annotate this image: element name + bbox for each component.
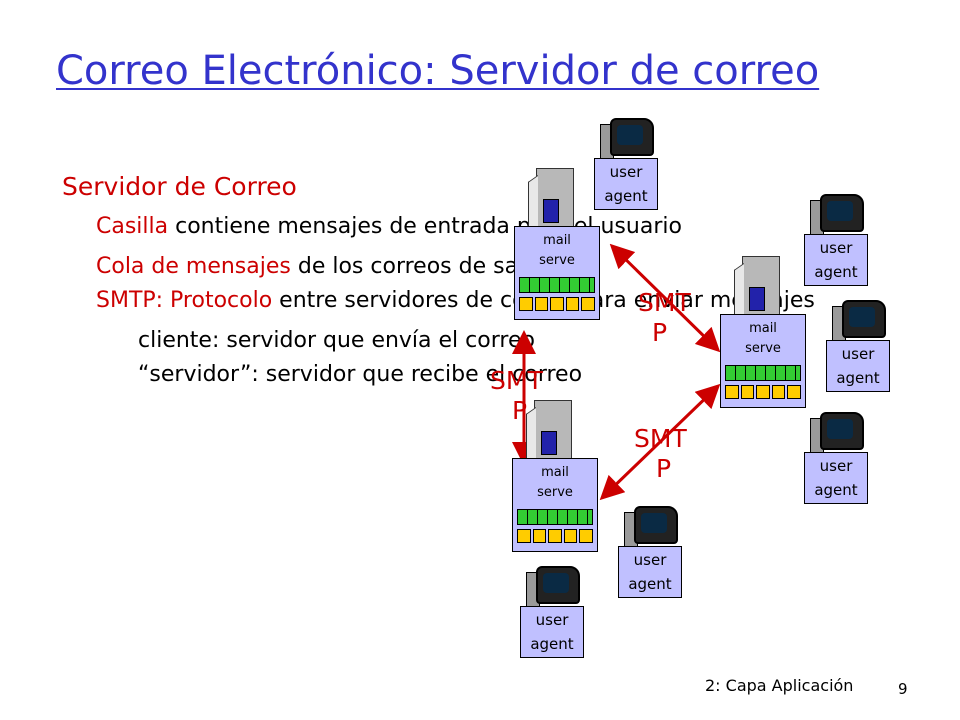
user-agent-4: user agent (804, 412, 868, 504)
user-agent-3: user agent (826, 300, 890, 392)
smtp-label-bottom: SMT P (634, 424, 687, 484)
computer-icon (810, 412, 864, 460)
agent-label-2: agent (530, 635, 574, 653)
mailbox-slots (725, 385, 801, 399)
smtp-label-line-1: SMT (634, 424, 687, 453)
smtp-label-line-2: P (512, 396, 528, 425)
smtp-label-top: SMT P (638, 288, 691, 348)
mail-server-right: mail serve (720, 256, 808, 408)
computer-icon (600, 118, 654, 166)
sub-bullet-cliente: cliente: servidor que envía el correo (138, 328, 535, 353)
message-queue (517, 509, 593, 525)
agent-label-1: user (609, 163, 643, 181)
smtp-arrow-top (609, 243, 721, 353)
agent-label-1: user (633, 551, 667, 569)
agent-label-2: agent (814, 263, 858, 281)
smtp-label-left: SMT P (490, 366, 543, 426)
agent-label-1: user (535, 611, 569, 629)
server-label-1: mail (543, 233, 571, 248)
smtp-label-line-1: SMT (638, 288, 691, 317)
sub-bullet-text: cliente: servidor que envía el correo (138, 328, 535, 353)
smtp-label-line-2: P (656, 454, 672, 483)
computer-icon (624, 506, 678, 554)
server-box: mail serve (720, 314, 806, 408)
agent-label-2: agent (628, 575, 672, 593)
sub-bullet-servidor: “servidor”: servidor que recibe el corre… (138, 362, 582, 387)
footer-chapter: 2: Capa Aplicación (705, 676, 854, 695)
user-agent-2: user agent (804, 194, 868, 286)
sub-bullet-text: “servidor”: servidor que recibe el corre… (138, 362, 583, 387)
server-label-2: serve (745, 341, 781, 356)
bullet-highlight: SMTP: Protocolo (96, 288, 273, 313)
message-queue (725, 365, 801, 381)
slide-title: Correo Electrónico: Servidor de correo (56, 48, 820, 94)
mail-server-top: mail serve (514, 168, 602, 320)
smtp-label-line-1: SMT (490, 366, 543, 395)
computer-icon (810, 194, 864, 242)
user-agent-6: user agent (520, 566, 584, 658)
user-agent-1: user agent (594, 118, 658, 210)
agent-label-1: user (819, 457, 853, 475)
agent-label-1: user (841, 345, 875, 363)
server-label-2: serve (537, 485, 573, 500)
agent-label-1: user (819, 239, 853, 257)
agent-label-2: agent (814, 481, 858, 499)
user-agent-5: user agent (618, 506, 682, 598)
agent-label-2: agent (604, 187, 648, 205)
agent-label-2: agent (836, 369, 880, 387)
bullet-highlight: Casilla (96, 214, 169, 239)
computer-icon (526, 566, 580, 614)
server-label-2: serve (539, 253, 575, 268)
section-title: Servidor de Correo (62, 172, 297, 201)
server-box: mail serve (512, 458, 598, 552)
mailbox-slots (519, 297, 595, 311)
smtp-arrow-bottom (599, 383, 721, 501)
server-label-1: mail (749, 321, 777, 336)
server-label-1: mail (541, 465, 569, 480)
bullet-highlight: Cola de mensajes (96, 254, 291, 279)
server-box: mail serve (514, 226, 600, 320)
mail-server-bottom: mail serve (512, 400, 600, 552)
smtp-label-line-2: P (652, 318, 668, 347)
message-queue (519, 277, 595, 293)
mailbox-slots (517, 529, 593, 543)
page-number: 9 (898, 680, 908, 698)
computer-icon (832, 300, 886, 348)
